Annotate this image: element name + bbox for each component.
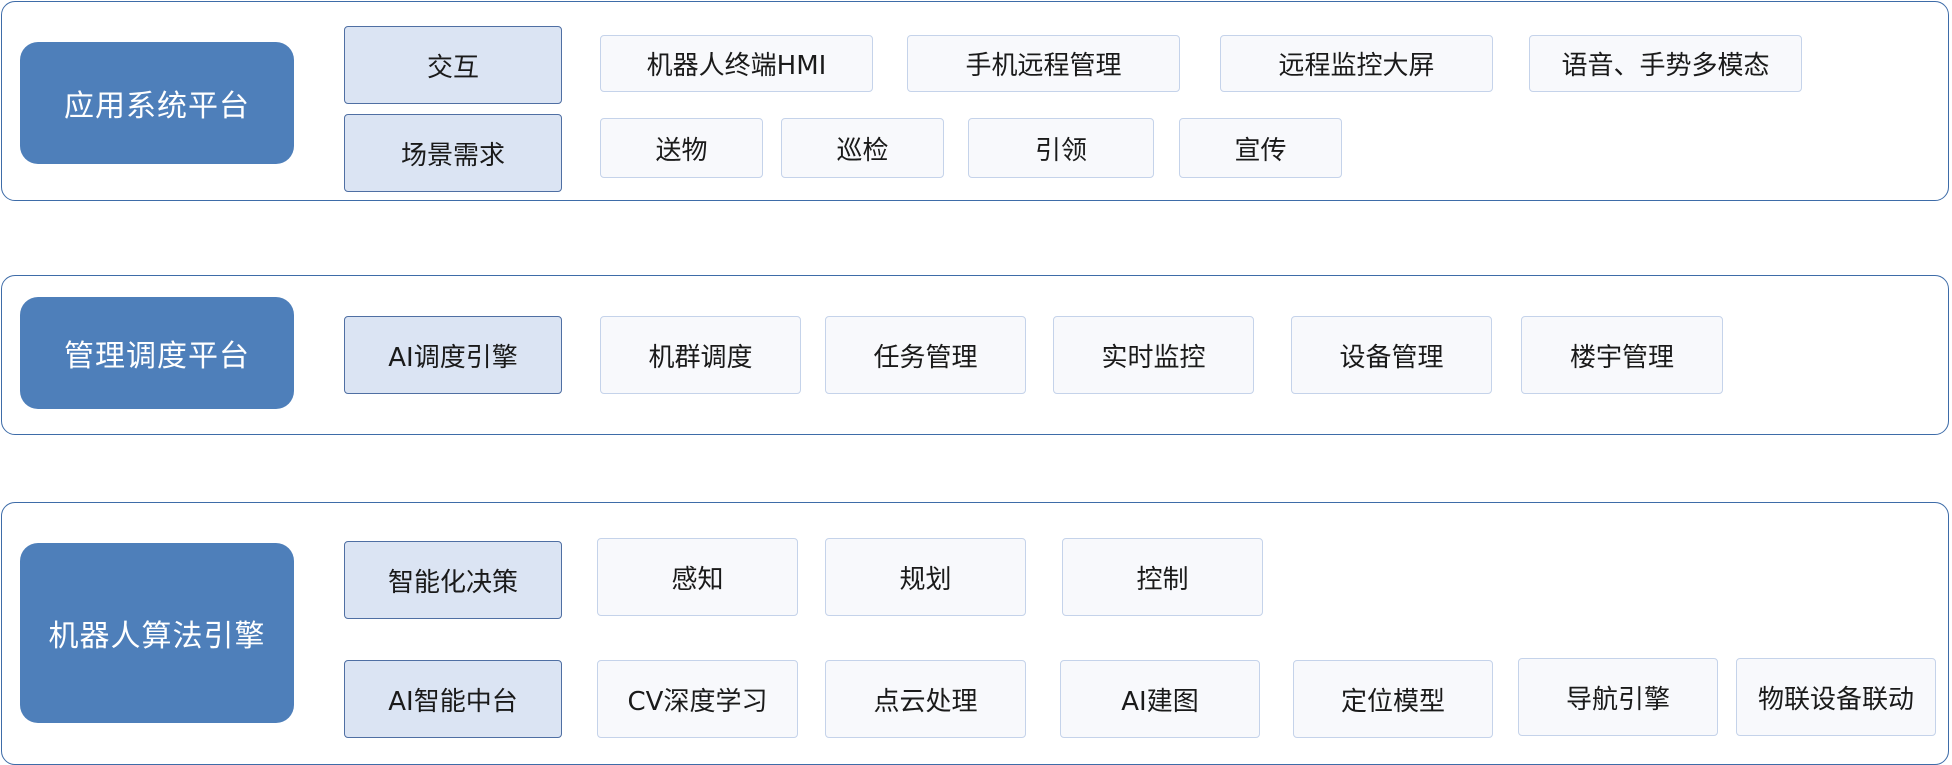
category-intelligent-decision: 智能化决策	[344, 541, 562, 619]
category-ai-middle-platform: AI智能中台	[344, 660, 562, 738]
item-robot-hmi: 机器人终端HMI	[600, 35, 873, 92]
item-remote-monitor-screen: 远程监控大屏	[1220, 35, 1493, 92]
item-task-management: 任务管理	[825, 316, 1026, 394]
item-delivery: 送物	[600, 118, 763, 178]
item-inspection: 巡检	[781, 118, 944, 178]
item-localization-model: 定位模型	[1293, 660, 1493, 738]
item-planning: 规划	[825, 538, 1026, 616]
layer-title-management-scheduling-platform: 管理调度平台	[20, 297, 294, 409]
item-mobile-remote-management: 手机远程管理	[907, 35, 1180, 92]
item-building-management: 楼宇管理	[1521, 316, 1723, 394]
item-cv-deep-learning: CV深度学习	[597, 660, 798, 738]
layer-title-robot-algorithm-engine: 机器人算法引擎	[20, 543, 294, 723]
item-ai-mapping: AI建图	[1060, 660, 1260, 738]
item-point-cloud-processing: 点云处理	[825, 660, 1026, 738]
item-voice-gesture-multimodal: 语音、手势多模态	[1529, 35, 1802, 92]
category-scenario-demand: 场景需求	[344, 114, 562, 192]
item-fleet-scheduling: 机群调度	[600, 316, 801, 394]
item-perception: 感知	[597, 538, 798, 616]
item-navigation-engine: 导航引擎	[1518, 658, 1718, 736]
layer-title-application-platform: 应用系统平台	[20, 42, 294, 164]
item-control: 控制	[1062, 538, 1263, 616]
item-promotion: 宣传	[1179, 118, 1342, 178]
item-guidance: 引领	[968, 118, 1154, 178]
category-ai-scheduling-engine: AI调度引擎	[344, 316, 562, 394]
category-interaction: 交互	[344, 26, 562, 104]
item-iot-device-linkage: 物联设备联动	[1736, 658, 1936, 736]
item-realtime-monitoring: 实时监控	[1053, 316, 1254, 394]
item-device-management: 设备管理	[1291, 316, 1492, 394]
